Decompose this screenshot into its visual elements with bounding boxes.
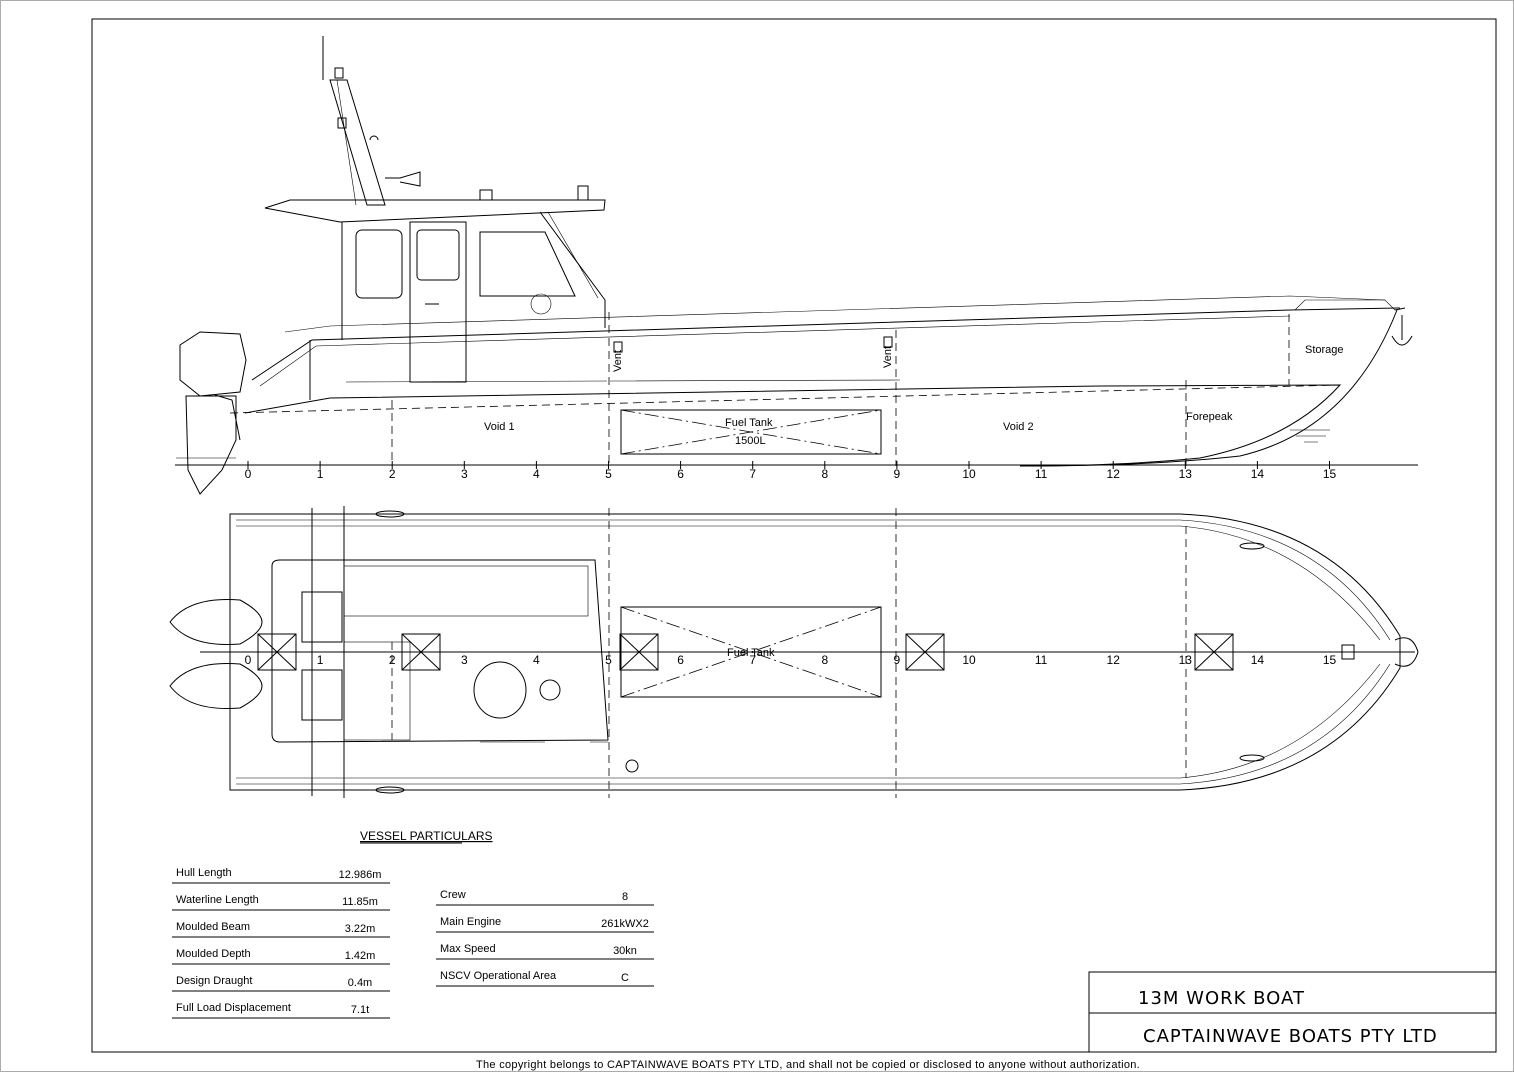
particulars-heading: VESSEL PARTICULARS — [360, 829, 493, 843]
profile-view — [175, 36, 1418, 495]
particular-left-value: 0.4m — [348, 977, 372, 989]
plan-frame-15: 15 — [1323, 653, 1337, 667]
particular-right-label: Main Engine — [440, 916, 501, 928]
profile-frame-14: 14 — [1251, 467, 1265, 481]
particular-left-value: 7.1t — [351, 1004, 369, 1016]
profile-frame-9: 9 — [894, 467, 901, 481]
seats-row-2 — [343, 641, 411, 741]
plan-frame-5: 5 — [605, 653, 612, 667]
particular-right-value: 261kWX2 — [601, 918, 649, 930]
particular-right-value: 30kn — [613, 945, 637, 957]
particular-left-value: 3.22m — [345, 923, 376, 935]
particular-left-label: Hull Length — [176, 867, 232, 879]
profile-frame-12: 12 — [1107, 467, 1121, 481]
profile-frame-11: 11 — [1035, 467, 1048, 481]
plan-frame-12: 12 — [1107, 653, 1121, 667]
drawing-title: 13M WORK BOAT — [1138, 988, 1305, 1009]
vent-label-aft: Vent — [612, 350, 624, 372]
profile-frame-13: 13 — [1179, 467, 1193, 481]
profile-frame-2: 2 — [389, 467, 396, 481]
plan-frame-13: 13 — [1179, 653, 1193, 667]
plan-frame-6: 6 — [677, 653, 684, 667]
profile-frame-7: 7 — [749, 467, 756, 481]
particular-right-label: Crew — [440, 889, 466, 901]
seats-row-1 — [343, 565, 589, 617]
company-name: CAPTAINWAVE BOATS PTY LTD — [1143, 1026, 1438, 1047]
plan-frame-11: 11 — [1035, 653, 1048, 667]
compartment-void-1: Void 1 — [484, 421, 515, 433]
profile-labels: Void 1 Fuel Tank 1500L Void 2 Forepeak S… — [484, 344, 1344, 447]
particular-right-value: 8 — [622, 891, 628, 903]
drawing-frame — [91, 18, 1497, 1053]
particular-right-label: Max Speed — [440, 943, 496, 955]
profile-frame-10: 10 — [962, 467, 976, 481]
plan-fuel-tank-label: Fuel Tank — [727, 647, 775, 659]
particular-left-label: Waterline Length — [176, 894, 259, 906]
plan-frame-0: 0 — [245, 653, 252, 667]
compartment-fuel-tank: Fuel Tank — [725, 417, 773, 429]
plan-labels: Fuel Tank — [727, 647, 775, 659]
compartment-void-2: Void 2 — [1003, 421, 1034, 433]
particular-left-value: 1.42m — [345, 950, 376, 962]
particular-left-label: Full Load Displacement — [176, 1002, 291, 1014]
vent-label-fwd: Vent — [882, 346, 894, 368]
profile-frame-6: 6 — [677, 467, 684, 481]
plan-frame-1: 1 — [317, 653, 324, 667]
profile-frame-8: 8 — [821, 467, 828, 481]
profile-frame-1: 1 — [317, 467, 324, 481]
profile-frame-5: 5 — [605, 467, 612, 481]
plan-frame-3: 3 — [461, 653, 468, 667]
particular-right-label: NSCV Operational Area — [440, 970, 557, 982]
profile-frame-0: 0 — [245, 467, 252, 481]
particular-left-label: Design Draught — [176, 975, 252, 987]
plan-frame-7: 7 — [749, 653, 756, 667]
compartment-storage: Storage — [1305, 344, 1344, 356]
plan-frame-2: 2 — [389, 653, 396, 667]
plan-frame-4: 4 — [533, 653, 540, 667]
plan-frame-14: 14 — [1251, 653, 1265, 667]
title-block: 13M WORK BOAT CAPTAINWAVE BOATS PTY LTD — [1088, 971, 1497, 1053]
particular-right-value: C — [621, 972, 629, 984]
particular-left-label: Moulded Beam — [176, 921, 250, 933]
plan-frame-10: 10 — [962, 653, 976, 667]
profile-frame-3: 3 — [461, 467, 468, 481]
plan-frame-9: 9 — [894, 653, 901, 667]
compartment-forepeak: Forepeak — [1186, 411, 1233, 423]
copyright-notice: The copyright belongs to CAPTAINWAVE BOA… — [476, 1059, 1140, 1071]
particular-left-value: 11.85m — [342, 896, 378, 908]
particular-left-label: Moulded Depth — [176, 948, 251, 960]
fuel-tank-capacity: 1500L — [735, 435, 766, 447]
profile-frame-15: 15 — [1323, 467, 1337, 481]
plan-view — [169, 506, 1419, 798]
profile-frame-4: 4 — [533, 467, 540, 481]
particular-left-value: 12.986m — [339, 869, 382, 881]
plan-frame-8: 8 — [821, 653, 828, 667]
